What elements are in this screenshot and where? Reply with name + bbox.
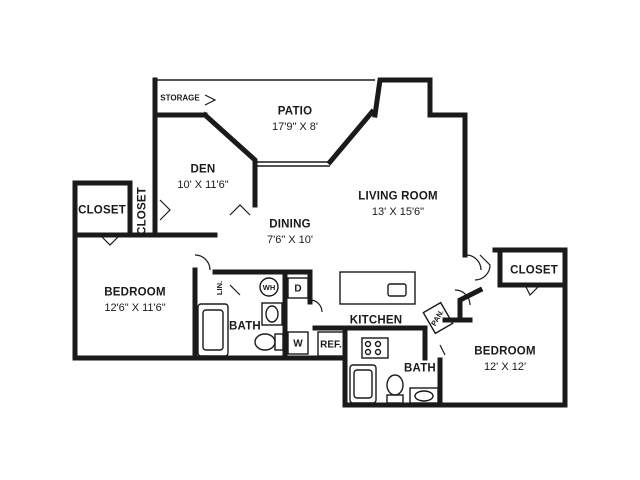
den-dims: 10' X 11'6" — [177, 178, 229, 191]
bath-1-label: BATH — [229, 320, 261, 333]
fixtures — [197, 271, 454, 404]
den-door — [229, 204, 251, 216]
bedroom2-wall — [437, 247, 568, 408]
bed1-door-b — [194, 254, 211, 271]
refrigerator-label: REF. — [320, 339, 342, 351]
bathtub-1 — [197, 303, 229, 357]
closet-door — [159, 199, 171, 221]
living-room-label: LIVING ROOM — [358, 190, 438, 203]
patio-angle-wall — [326, 108, 376, 166]
den-label: DEN — [190, 163, 216, 176]
kitchen-sink — [387, 283, 407, 297]
door-swings — [99, 94, 541, 356]
den-angled-wall — [201, 111, 258, 208]
bed1-door — [99, 234, 121, 246]
walls — [72, 77, 568, 408]
patio-dims: 17'9" X 8' — [271, 120, 319, 133]
bedroom1-wall — [72, 180, 333, 361]
water-heater — [259, 277, 279, 297]
bath-2-label: BATH — [404, 362, 436, 375]
laundry-door — [309, 299, 323, 313]
fridge-box — [317, 331, 345, 357]
patio-label: PATIO — [277, 105, 313, 118]
bedroom-2-dims: 12' X 12' — [483, 360, 527, 373]
storage-label: STORAGE — [160, 93, 200, 103]
bed2-bath-door — [454, 289, 471, 306]
closet3-door — [524, 284, 541, 297]
bedroom-2-label: BEDROOM — [474, 345, 536, 358]
dining-dims: 7'6" X 10' — [266, 233, 314, 246]
vanity-2 — [409, 387, 439, 404]
washer-box — [287, 331, 309, 355]
closet-1-label: CLOSET — [78, 204, 126, 217]
living-top-wall — [372, 77, 468, 258]
water-heater-label: WH — [262, 282, 276, 292]
closet-2-label: CLOSET — [136, 187, 149, 235]
dryer-label: D — [294, 283, 302, 295]
bedroom-1-dims: 12'6" X 11'6" — [104, 301, 166, 314]
kitchen-island — [339, 271, 416, 305]
living-room-dims: 13' X 15'6" — [371, 205, 425, 218]
thin-lines — [155, 79, 465, 167]
dining-label: DINING — [269, 218, 311, 231]
kitchen-label: KITCHEN — [349, 314, 403, 327]
toilet-2 — [386, 374, 404, 396]
bath1-door — [229, 284, 241, 296]
dryer-box — [287, 277, 309, 299]
bathtub-2 — [349, 364, 377, 404]
closet-3-label: CLOSET — [510, 264, 558, 277]
vanity-1 — [261, 302, 283, 326]
storage-door — [204, 94, 217, 106]
bedroom-1-label: BEDROOM — [104, 286, 166, 299]
toilet-1 — [254, 333, 276, 351]
pantry-door — [439, 344, 446, 356]
bedroom2-entry-door — [465, 254, 482, 271]
stove — [361, 337, 389, 359]
pantry-box — [422, 301, 454, 335]
linen-closet-label: LIN. — [214, 280, 224, 296]
washer-label: W — [293, 338, 303, 350]
bed2-door — [474, 254, 491, 281]
